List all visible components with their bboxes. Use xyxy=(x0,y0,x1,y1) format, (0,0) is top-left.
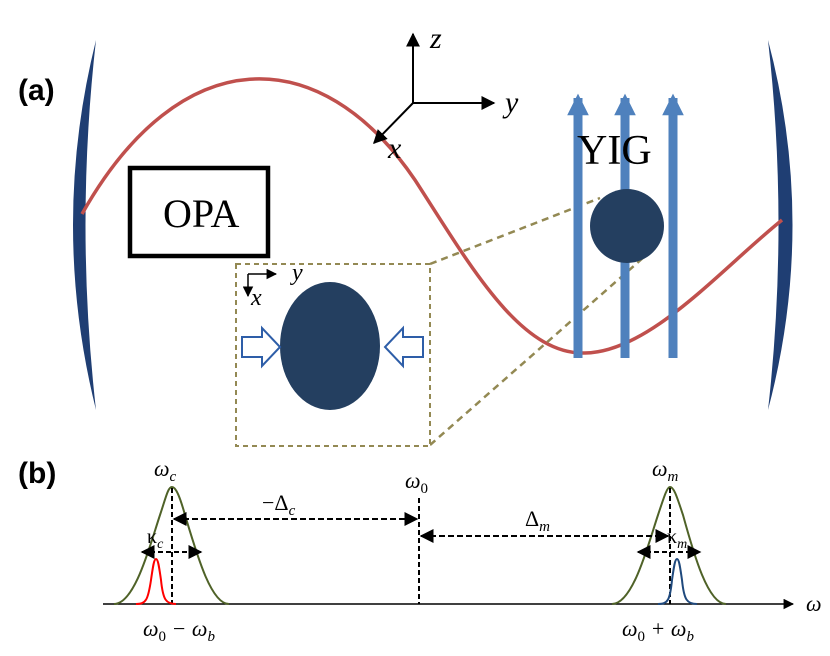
inset-axes xyxy=(242,268,278,298)
panel-a-label: (a) xyxy=(18,74,55,107)
x-axis-label: x xyxy=(387,132,402,165)
yig-sphere xyxy=(590,189,664,263)
standing-wave xyxy=(80,77,784,355)
omega-0-label: ω0 xyxy=(405,468,428,497)
left-mirror xyxy=(73,40,96,410)
inset-x-label: x xyxy=(250,285,262,311)
squeezed-sphere xyxy=(280,282,380,410)
right-mirror xyxy=(768,40,793,410)
red-sideband-pulse xyxy=(135,557,177,605)
kappa-c-label: κc xyxy=(147,526,164,552)
delta-m-label: Δm xyxy=(525,506,550,535)
upper-sideband-label: ω0 + ωb xyxy=(622,616,694,645)
kappa-m-label: κm xyxy=(667,526,687,552)
opa-box xyxy=(127,165,271,259)
blue-sideband-pulse xyxy=(657,557,698,605)
squeeze-arrow-right xyxy=(383,325,424,369)
yig-label: YIG xyxy=(577,128,652,174)
coordinate-axes xyxy=(373,32,496,145)
minus-delta-c-label: −Δc xyxy=(262,490,296,519)
inset-y-label: y xyxy=(290,260,303,286)
z-axis-label: z xyxy=(429,22,442,55)
panel-b-label: (b) xyxy=(18,457,56,490)
opa-label: OPA xyxy=(163,191,239,236)
squeeze-arrow-left xyxy=(241,325,282,369)
omega-axis-label: ω xyxy=(806,591,822,616)
omega-m-label: ωm xyxy=(652,456,679,485)
lower-sideband-label: ω0 − ωb xyxy=(143,616,215,645)
y-axis-label: y xyxy=(502,86,519,119)
zoom-line-upper xyxy=(429,196,601,266)
zoom-line-lower xyxy=(429,249,653,446)
omega-c-label: ωc xyxy=(154,456,177,485)
